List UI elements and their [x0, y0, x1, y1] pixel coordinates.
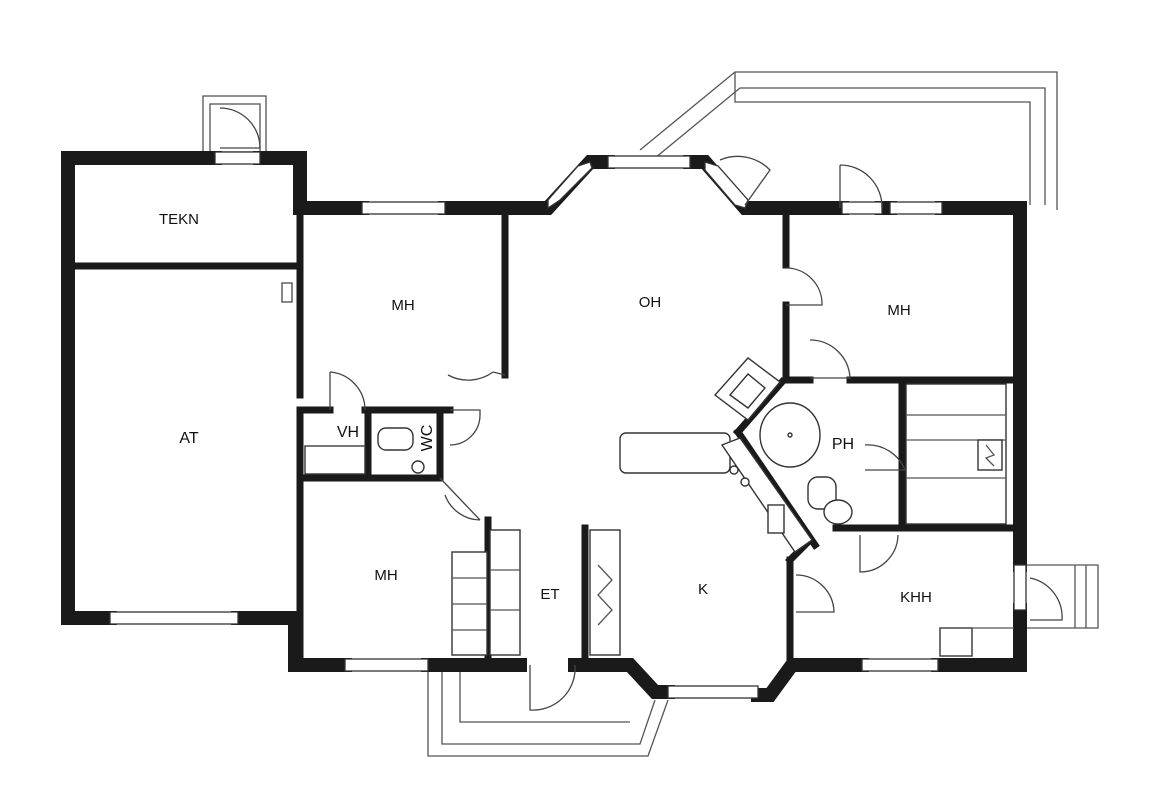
fixtures	[304, 357, 1014, 657]
ph-sink	[823, 499, 853, 525]
vh-shelf	[304, 445, 366, 475]
fireplace-inner	[728, 373, 766, 409]
room-label-et: ET	[540, 586, 559, 603]
sauna-stove	[977, 439, 1003, 471]
ph-toilet	[807, 476, 837, 510]
room-label-k: K	[698, 581, 708, 598]
stove-burner-1	[729, 465, 739, 475]
room-label-vh: VH	[337, 424, 359, 441]
room-labels: TEKN AT MH VH WC OH MH PH MH ET K KHH	[159, 211, 932, 606]
wardrobe-et	[489, 529, 521, 656]
room-label-khh: KHH	[900, 589, 932, 606]
entry-porch-top	[202, 95, 267, 155]
wardrobe-k	[589, 529, 621, 656]
room-label-wc: WC	[419, 425, 436, 452]
room-label-mh-left-top: MH	[391, 297, 414, 314]
wc-toilet	[377, 427, 414, 451]
bathtub-drain	[787, 432, 793, 438]
room-label-at: AT	[179, 430, 198, 447]
windows	[109, 151, 1027, 699]
entry-porch-right	[1022, 564, 1099, 629]
wc-sink	[411, 460, 425, 474]
terrace-bottom	[427, 668, 669, 757]
room-label-oh: OH	[639, 294, 662, 311]
terrace-top-right	[639, 71, 1058, 210]
exterior-walls	[61, 151, 1027, 702]
room-label-ph: PH	[832, 436, 854, 453]
stove-burner-2	[740, 477, 750, 487]
room-label-tekn: TEKN	[159, 211, 199, 228]
kitchen-sink	[767, 504, 785, 534]
room-label-mh-right: MH	[887, 302, 910, 319]
khh-unit	[939, 627, 973, 657]
doors	[219, 107, 1063, 711]
kitchen-counter	[619, 432, 731, 474]
room-label-mh-left-bottom: MH	[374, 567, 397, 584]
